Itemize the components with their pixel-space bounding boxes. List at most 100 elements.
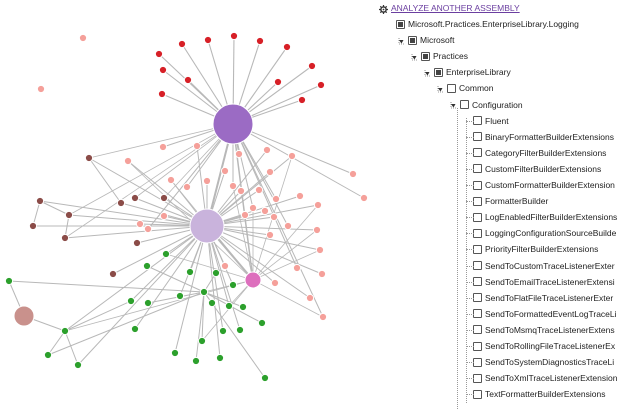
class-node[interactable] xyxy=(229,31,239,41)
class-node[interactable] xyxy=(283,221,293,231)
tree-node[interactable]: CustomFilterBuilderExtensions xyxy=(463,162,601,176)
class-node[interactable] xyxy=(170,348,180,358)
class-node[interactable] xyxy=(307,61,317,71)
class-node[interactable] xyxy=(287,151,297,161)
class-node[interactable] xyxy=(154,49,164,59)
tree-checkbox[interactable] xyxy=(473,164,482,174)
analyze-row[interactable]: ANALYZE ANOTHER ASSEMBLY xyxy=(379,1,520,15)
class-node[interactable] xyxy=(130,193,140,203)
tree-checkbox[interactable] xyxy=(473,244,482,254)
class-node[interactable] xyxy=(60,233,70,243)
class-node[interactable] xyxy=(254,185,264,195)
class-node[interactable] xyxy=(348,169,358,179)
tree-checkbox[interactable] xyxy=(473,389,482,399)
class-node[interactable] xyxy=(157,89,167,99)
tree-node[interactable]: SendToFormattedEventLogTraceLi xyxy=(463,307,617,321)
class-node[interactable] xyxy=(60,326,70,336)
class-node[interactable] xyxy=(297,95,307,105)
tree-node[interactable]: Common xyxy=(437,81,493,95)
class-node[interactable] xyxy=(130,324,140,334)
class-node[interactable] xyxy=(265,167,275,177)
class-node[interactable] xyxy=(78,33,88,43)
class-node[interactable] xyxy=(295,191,305,201)
expand-arrow-icon[interactable] xyxy=(411,52,419,61)
class-node[interactable] xyxy=(192,141,202,151)
expand-arrow-icon[interactable] xyxy=(424,68,432,77)
class-node[interactable] xyxy=(316,80,326,90)
class-node[interactable] xyxy=(185,267,195,277)
class-node[interactable] xyxy=(255,36,265,46)
class-node[interactable] xyxy=(28,221,38,231)
class-node[interactable] xyxy=(257,318,267,328)
class-node[interactable] xyxy=(271,194,281,204)
class-node[interactable] xyxy=(220,261,230,271)
tree-node[interactable]: SendToFlatFileTraceListenerExter xyxy=(463,291,613,305)
tree-node[interactable]: Microsoft.Practices.EnterpriseLibrary.Lo… xyxy=(396,17,579,31)
class-node[interactable] xyxy=(269,212,279,222)
class-node[interactable] xyxy=(273,77,283,87)
class-node[interactable] xyxy=(116,198,126,208)
tree-node[interactable]: CustomFormatterBuilderExtension xyxy=(463,178,615,192)
tree-checkbox[interactable] xyxy=(473,228,482,238)
tree-checkbox[interactable] xyxy=(473,261,482,270)
tree-checkbox[interactable] xyxy=(473,132,482,142)
class-node[interactable] xyxy=(218,326,228,336)
class-node[interactable] xyxy=(135,219,145,229)
tree-checkbox[interactable] xyxy=(473,277,482,287)
class-node[interactable] xyxy=(35,196,45,206)
class-node[interactable] xyxy=(143,298,153,308)
class-node[interactable] xyxy=(270,278,280,288)
class-node[interactable] xyxy=(197,336,207,346)
class-node[interactable] xyxy=(108,269,118,279)
tree-checkbox[interactable] xyxy=(473,196,482,206)
tree-checkbox[interactable] xyxy=(473,148,482,158)
class-node[interactable] xyxy=(282,42,292,52)
class-node[interactable] xyxy=(199,287,209,297)
tree-node[interactable]: CategoryFilterBuilderExtensions xyxy=(463,146,606,160)
tree-node[interactable]: LoggingConfigurationSourceBuilde xyxy=(463,226,616,240)
class-node[interactable] xyxy=(236,186,246,196)
tree-node[interactable]: PriorityFilterBuilderExtensions xyxy=(463,242,598,256)
tree-checkbox[interactable] xyxy=(473,309,482,319)
class-node[interactable] xyxy=(305,293,315,303)
class-node[interactable] xyxy=(240,210,250,220)
class-node[interactable] xyxy=(315,245,325,255)
tree-checkbox[interactable] xyxy=(421,51,430,61)
hub-node-common[interactable] xyxy=(189,208,225,244)
class-node[interactable] xyxy=(43,350,53,360)
class-node[interactable] xyxy=(207,298,217,308)
tree-checkbox[interactable] xyxy=(473,325,482,335)
graph-nodes[interactable] xyxy=(4,31,369,383)
class-node[interactable] xyxy=(359,193,369,203)
class-node[interactable] xyxy=(191,356,201,366)
class-node[interactable] xyxy=(211,268,221,278)
tree-node[interactable]: SendToSystemDiagnosticsTraceLi xyxy=(463,355,614,369)
tree-checkbox[interactable] xyxy=(473,180,482,190)
class-node[interactable] xyxy=(292,263,302,273)
tree-checkbox[interactable] xyxy=(473,373,482,383)
analyze-another-assembly-link[interactable]: ANALYZE ANOTHER ASSEMBLY xyxy=(391,3,520,13)
class-node[interactable] xyxy=(183,75,193,85)
tree-node[interactable]: SendToCustomTraceListenerExter xyxy=(463,259,615,273)
class-node[interactable] xyxy=(203,35,213,45)
class-node[interactable] xyxy=(224,301,234,311)
tree-node[interactable]: SendToMsmqTraceListenerExtens xyxy=(463,323,615,337)
class-node[interactable] xyxy=(64,210,74,220)
class-node[interactable] xyxy=(260,373,270,383)
class-node[interactable] xyxy=(143,224,153,234)
class-node[interactable] xyxy=(73,360,83,370)
class-node[interactable] xyxy=(182,182,192,192)
tree-node[interactable]: BinaryFormatterBuilderExtensions xyxy=(463,130,614,144)
tree-checkbox[interactable] xyxy=(473,357,482,367)
graph-canvas[interactable] xyxy=(0,0,378,409)
class-node[interactable] xyxy=(159,193,169,203)
dependency-graph[interactable] xyxy=(0,0,378,409)
tree-node[interactable]: SendToEmailTraceListenerExtensi xyxy=(463,275,615,289)
class-node[interactable] xyxy=(126,296,136,306)
class-node[interactable] xyxy=(248,203,258,213)
class-node[interactable] xyxy=(158,65,168,75)
tree-node[interactable]: Microsoft xyxy=(398,33,454,47)
hub-node-logging[interactable] xyxy=(212,103,254,145)
tree-node[interactable]: Configuration xyxy=(450,98,523,112)
class-node[interactable] xyxy=(234,149,244,159)
